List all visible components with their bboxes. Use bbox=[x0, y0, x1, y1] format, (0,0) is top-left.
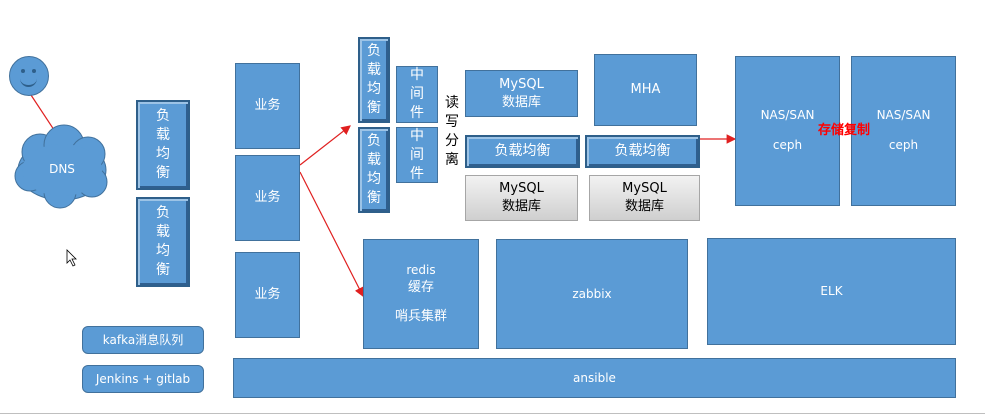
lb-left-2-char: 载 bbox=[156, 224, 170, 240]
middleware-2: 中 间 件 bbox=[396, 127, 438, 183]
user-smiley-icon bbox=[9, 56, 49, 96]
middleware-1-char: 间 bbox=[410, 86, 424, 102]
load-balancer-mid-2: 负 载 均 衡 bbox=[358, 127, 390, 213]
mysql-master-line1: MySQL bbox=[499, 76, 544, 92]
dns-label: DNS bbox=[49, 162, 75, 176]
mysql-slave-box-2: MySQL 数据库 bbox=[589, 175, 700, 221]
load-balancer-left-1: 负 载 均 衡 bbox=[136, 100, 190, 190]
storage-2-line2: ceph bbox=[888, 138, 919, 153]
lb-mid-2-char: 均 bbox=[367, 171, 381, 187]
mha-box: MHA bbox=[594, 54, 697, 126]
read-write-split-label: 读 写 分 离 bbox=[442, 94, 462, 170]
arrow-biz-to-redis bbox=[299, 171, 364, 298]
lb-mid-2-char: 衡 bbox=[367, 190, 381, 206]
storage-1-line1: NAS/SAN bbox=[760, 108, 815, 122]
load-balancer-left-2: 负 载 均 衡 bbox=[136, 197, 190, 287]
arrow-biz-to-lb bbox=[299, 125, 351, 166]
jenkins-box: Jenkins + gitlab bbox=[82, 365, 204, 393]
elk-box: ELK bbox=[707, 238, 956, 345]
business-box-1: 业务 bbox=[235, 63, 300, 149]
lb-mid-1-char: 衡 bbox=[367, 100, 381, 116]
middleware-1-char: 件 bbox=[410, 105, 424, 121]
zabbix-box: zabbix bbox=[496, 239, 688, 349]
redis-line1: redis bbox=[406, 263, 436, 278]
lb-left-1-char: 载 bbox=[156, 127, 170, 143]
db-load-balancer-2: 负载均衡 bbox=[585, 135, 700, 168]
lb-left-2-char: 衡 bbox=[156, 262, 170, 278]
lb-left-1-char: 均 bbox=[156, 146, 170, 162]
lb-mid-1-char: 均 bbox=[367, 81, 381, 97]
redis-line2: 缓存 bbox=[407, 279, 434, 295]
storage-box-2: NAS/SAN ceph bbox=[851, 56, 956, 206]
middleware-1-char: 中 bbox=[410, 67, 424, 83]
lb-mid-1-char: 负 bbox=[367, 43, 381, 59]
business-box-3: 业务 bbox=[235, 252, 300, 338]
mysql-slave-box-1: MySQL 数据库 bbox=[465, 175, 578, 221]
rw-split-char: 分 bbox=[445, 133, 459, 149]
lb-left-2-char: 均 bbox=[156, 243, 170, 259]
middleware-2-char: 间 bbox=[410, 146, 424, 163]
storage-1-line2: ceph bbox=[772, 138, 803, 153]
mysql-master-line2: 数据库 bbox=[501, 94, 541, 110]
kafka-box: kafka消息队列 bbox=[82, 326, 204, 354]
middleware-1: 中 间 件 bbox=[396, 66, 438, 123]
smiley-eye-right bbox=[32, 69, 36, 73]
db-load-balancer-1: 负载均衡 bbox=[465, 135, 580, 168]
mysql-slave-1-line1: MySQL bbox=[499, 181, 544, 197]
load-balancer-mid-1: 负 载 均 衡 bbox=[358, 37, 390, 123]
storage-box-1: NAS/SAN ceph bbox=[735, 56, 840, 206]
lb-left-2-char: 负 bbox=[156, 205, 170, 221]
lb-left-1-char: 负 bbox=[156, 108, 170, 124]
lb-mid-2-char: 载 bbox=[367, 152, 381, 168]
mysql-slave-1-line2: 数据库 bbox=[501, 199, 541, 214]
mysql-slave-2-line1: MySQL bbox=[622, 181, 667, 197]
smiley-mouth bbox=[20, 77, 37, 87]
storage-2-line1: NAS/SAN bbox=[876, 108, 931, 122]
rw-split-char: 离 bbox=[445, 152, 459, 168]
rw-split-char: 读 bbox=[445, 95, 459, 111]
middleware-2-char: 件 bbox=[410, 165, 424, 182]
mysql-master-box: MySQL 数据库 bbox=[465, 70, 578, 117]
business-box-2: 业务 bbox=[235, 155, 300, 241]
redis-box: redis 缓存 哨兵集群 bbox=[363, 239, 479, 349]
mysql-slave-2-line2: 数据库 bbox=[624, 199, 664, 214]
redis-line3: 哨兵集群 bbox=[394, 309, 447, 325]
middleware-2-char: 中 bbox=[410, 127, 424, 144]
ansible-box: ansible bbox=[233, 358, 956, 398]
rw-split-char: 写 bbox=[445, 114, 459, 130]
lb-mid-1-char: 载 bbox=[367, 62, 381, 78]
lb-left-1-char: 衡 bbox=[156, 165, 170, 181]
storage-copy-label: 存储复制 bbox=[818, 123, 871, 138]
smiley-eye-left bbox=[21, 69, 25, 73]
frame-bottom-line bbox=[0, 413, 985, 414]
lb-mid-2-char: 负 bbox=[367, 133, 381, 149]
